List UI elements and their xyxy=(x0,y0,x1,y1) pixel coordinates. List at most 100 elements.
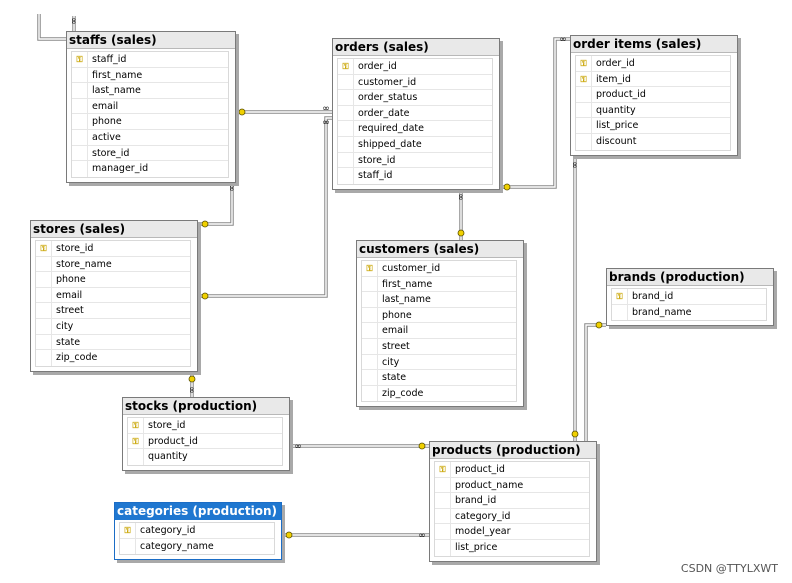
column-row[interactable]: email xyxy=(72,98,228,115)
column-name: item_id xyxy=(596,73,631,85)
column-row[interactable]: category_id xyxy=(435,508,589,525)
column-row[interactable]: last_name xyxy=(72,83,228,99)
column-row[interactable]: street xyxy=(362,338,516,355)
column-row[interactable]: manager_id xyxy=(72,161,228,177)
column-name: staff_id xyxy=(358,170,393,182)
column-name: phone xyxy=(382,309,412,321)
infinity-end-icon: ∞ xyxy=(455,193,465,201)
column-row[interactable]: brand_name xyxy=(612,304,766,321)
relationship-orders-order-items[interactable] xyxy=(500,37,570,189)
column-row[interactable]: ⚿category_id xyxy=(120,523,274,539)
column-row[interactable]: product_id xyxy=(576,87,730,103)
key-icon: ⚿ xyxy=(132,436,139,446)
relationship-staffs-self[interactable] xyxy=(37,14,66,41)
column-row[interactable]: state xyxy=(362,370,516,386)
column-row[interactable]: list_price xyxy=(576,118,730,134)
column-row[interactable]: product_name xyxy=(435,477,589,494)
column-name: first_name xyxy=(92,69,143,81)
key-end-icon xyxy=(571,430,579,438)
table-title[interactable]: orders (sales) xyxy=(333,39,499,56)
table-title[interactable]: brands (production) xyxy=(607,269,773,286)
column-row[interactable]: staff_id xyxy=(338,168,492,184)
row-gutter xyxy=(72,129,88,145)
column-name: order_date xyxy=(358,107,410,119)
column-row[interactable]: model_year xyxy=(435,524,589,540)
column-name: last_name xyxy=(382,294,431,306)
column-row[interactable]: last_name xyxy=(362,292,516,308)
column-row[interactable]: brand_id xyxy=(435,493,589,509)
column-row[interactable]: shipped_date xyxy=(338,136,492,153)
row-gutter: ⚿ xyxy=(576,71,592,87)
column-row[interactable]: first_name xyxy=(72,67,228,84)
column-name: model_year xyxy=(455,526,511,538)
column-row[interactable]: required_date xyxy=(338,121,492,137)
row-gutter xyxy=(36,272,52,287)
column-row[interactable]: city xyxy=(36,318,190,335)
column-row[interactable]: ⚿order_id xyxy=(338,59,492,75)
column-row[interactable]: customer_id xyxy=(338,74,492,91)
column-row[interactable]: store_name xyxy=(36,256,190,273)
column-row[interactable]: order_date xyxy=(338,105,492,122)
column-row[interactable]: zip_code xyxy=(362,385,516,402)
column-row[interactable]: quantity xyxy=(128,449,282,465)
column-name: brand_id xyxy=(455,495,497,507)
column-row[interactable]: first_name xyxy=(362,276,516,293)
column-name: product_id xyxy=(148,435,198,447)
column-row[interactable]: email xyxy=(362,323,516,339)
column-row[interactable]: ⚿ product_id xyxy=(128,433,282,450)
table-title[interactable]: categories (production) xyxy=(115,503,281,520)
column-row[interactable]: quantity xyxy=(576,102,730,119)
column-row[interactable]: ⚿ item_id xyxy=(576,71,730,88)
column-row[interactable]: store_id xyxy=(338,152,492,169)
table-title[interactable]: customers (sales) xyxy=(357,241,523,258)
table-title[interactable]: products (production) xyxy=(430,442,596,459)
column-row[interactable]: list_price xyxy=(435,539,589,556)
column-row[interactable]: ⚿product_id xyxy=(435,462,589,478)
table-title[interactable]: staffs (sales) xyxy=(67,32,235,49)
column-row[interactable]: ⚿order_id xyxy=(576,56,730,72)
column-row[interactable]: email xyxy=(36,287,190,304)
column-row[interactable]: state xyxy=(36,334,190,351)
relationship-brands-products[interactable] xyxy=(584,323,606,441)
row-gutter xyxy=(435,477,451,493)
row-gutter: ⚿ xyxy=(362,261,378,276)
key-icon: ⚿ xyxy=(132,421,139,430)
column-row[interactable]: ⚿store_id xyxy=(128,418,282,434)
table-title[interactable]: order items (sales) xyxy=(571,36,737,53)
column-row[interactable]: street xyxy=(36,303,190,319)
column-row[interactable]: ⚿staff_id xyxy=(72,52,228,68)
column-row[interactable]: store_id xyxy=(72,145,228,162)
column-row[interactable]: zip_code xyxy=(36,350,190,366)
column-row[interactable]: order_status xyxy=(338,90,492,106)
column-row[interactable]: phone xyxy=(36,272,190,288)
column-row[interactable]: phone xyxy=(72,114,228,130)
table-title[interactable]: stores (sales) xyxy=(31,221,197,238)
column-name: customer_id xyxy=(382,263,441,274)
column-row[interactable]: category_name xyxy=(120,538,274,555)
column-row[interactable]: active xyxy=(72,129,228,146)
column-row[interactable]: city xyxy=(362,354,516,371)
column-row[interactable]: discount xyxy=(576,133,730,150)
column-row[interactable]: phone xyxy=(362,307,516,324)
row-gutter xyxy=(120,538,136,555)
table-title[interactable]: stocks (production) xyxy=(123,398,289,415)
column-row[interactable]: ⚿store_id xyxy=(36,241,190,257)
infinity-end-icon: ∞ xyxy=(186,386,196,394)
column-name: quantity xyxy=(148,451,188,463)
relationship-staffs-stores[interactable] xyxy=(198,182,234,226)
relationship-stores-orders[interactable] xyxy=(198,116,332,298)
row-gutter: ⚿ xyxy=(435,462,451,477)
column-row[interactable]: ⚿brand_id xyxy=(612,289,766,305)
column-name: state xyxy=(56,336,81,348)
column-row[interactable]: ⚿ customer_id xyxy=(362,261,516,277)
